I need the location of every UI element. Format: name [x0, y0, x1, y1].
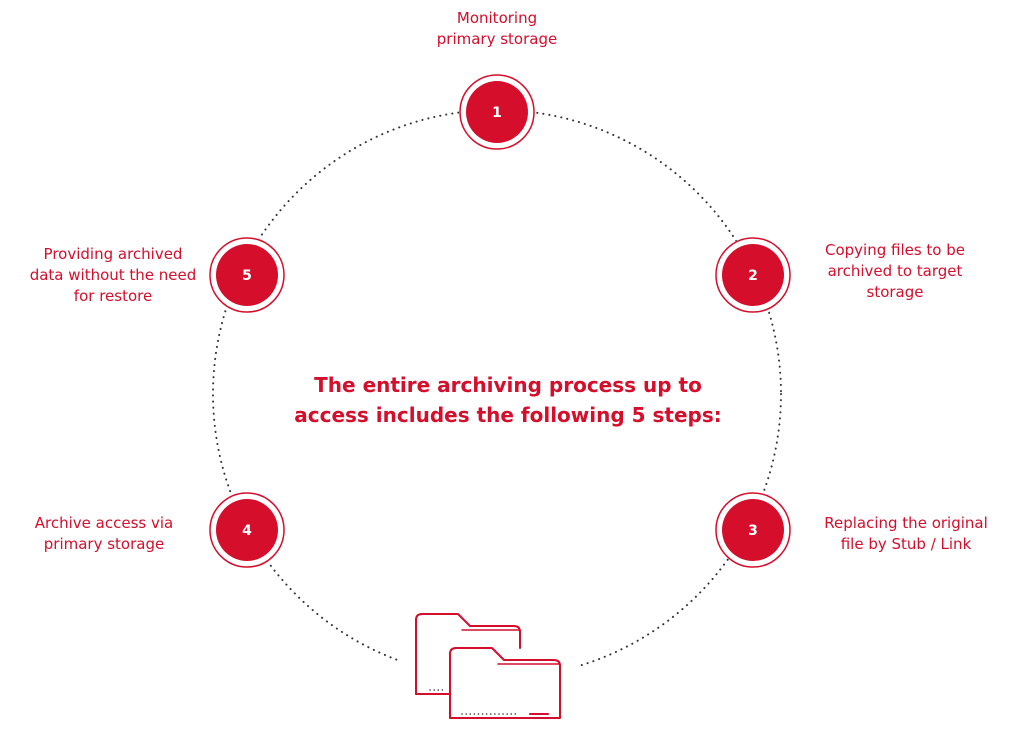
diagram-title: The entire archiving process up to acces… — [294, 373, 722, 427]
step-number-2: 2 — [748, 268, 758, 284]
step-label-3: Replacing the original file by Stub / Li… — [824, 514, 988, 553]
step-label-4: Archive access via primary storage — [34, 514, 174, 553]
step-node-2: 2 — [715, 237, 791, 313]
step-node-1: 1 — [459, 74, 535, 150]
step-number-3: 3 — [748, 523, 758, 539]
step-number-5: 5 — [242, 268, 252, 284]
step-number-4: 4 — [242, 523, 252, 539]
step-node-4: 4 — [209, 492, 285, 568]
step-number-1: 1 — [492, 105, 502, 121]
step-label-1: Monitoring primary storage — [436, 9, 558, 48]
step-label-2: Copying files to be archived to target s… — [824, 241, 966, 301]
step-node-5: 5 — [209, 237, 285, 313]
step-node-3: 3 — [715, 492, 791, 568]
step-label-5: Providing archived data without the need… — [29, 245, 197, 305]
folders-icon — [415, 613, 561, 719]
